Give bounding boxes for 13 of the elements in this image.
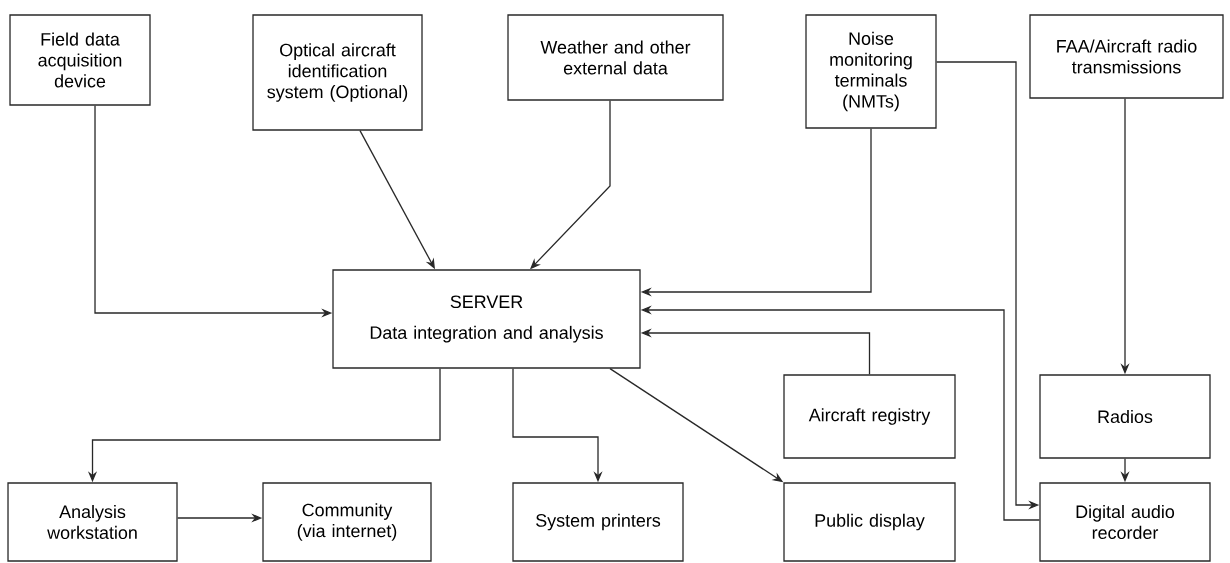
- process-box: Field data acquisition device: [9, 14, 151, 106]
- process-box: Public display: [783, 482, 956, 562]
- process-box: Community (via internet): [262, 482, 432, 562]
- process-box: Digital audio recorder: [1039, 482, 1211, 562]
- process-box: System printers: [512, 482, 684, 562]
- process-box: SERVER Data integration and analysis: [332, 269, 641, 369]
- process-box: Aircraft registry: [783, 374, 956, 459]
- process-box: Analysis workstation: [7, 482, 178, 562]
- process-box: Radios: [1039, 374, 1211, 459]
- process-box: Weather and other external data: [507, 14, 724, 101]
- process-box: Optical aircraft identification system (Optional): [252, 14, 423, 131]
- process-box: Noise monitoring terminals (NMTs): [805, 14, 937, 129]
- process-box: FAA/Aircraft radio transmissions: [1029, 14, 1224, 99]
